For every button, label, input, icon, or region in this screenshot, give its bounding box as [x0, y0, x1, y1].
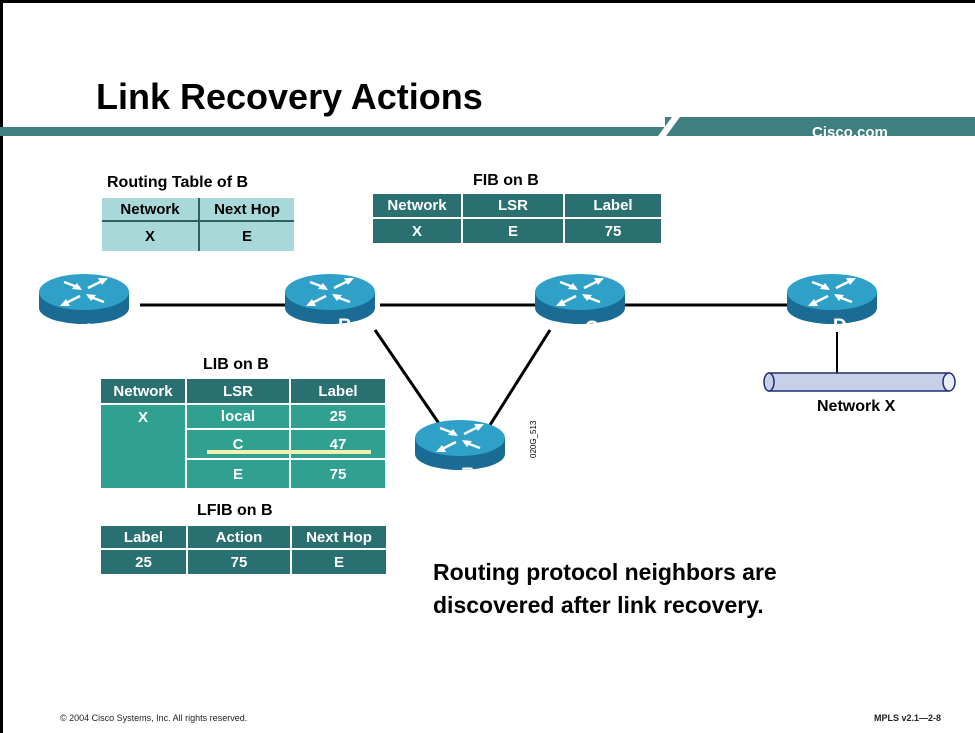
- lfib-cell: 25: [101, 549, 188, 574]
- link-c-e: [488, 329, 552, 426]
- lib-header-lsr: LSR: [186, 379, 291, 405]
- lfib-header-action: Action: [187, 526, 292, 550]
- routing-table-header-network: Network: [102, 198, 200, 222]
- router-b-icon: [283, 272, 377, 326]
- router-c-icon: [533, 272, 627, 326]
- slide-border-top: [0, 0, 975, 3]
- lib-row-label: 25: [290, 404, 385, 430]
- router-e-label: E: [461, 465, 474, 486]
- routing-table-cell: E: [241, 228, 252, 245]
- lib-row-label: 75: [329, 465, 347, 483]
- fib-title: FIB on B: [473, 172, 539, 189]
- message-line-2: discovered after link recovery.: [433, 592, 764, 618]
- fib-cell: E: [462, 218, 565, 243]
- lfib-title: LFIB on B: [197, 502, 273, 519]
- lib-network-cell: X: [101, 404, 187, 488]
- router-a-icon: [37, 272, 131, 326]
- slide-message: Routing protocol neighbors are discovere…: [433, 556, 777, 622]
- brand-label: Cisco.com: [812, 124, 888, 141]
- lib-row-lsr: local: [186, 404, 291, 430]
- lib-table: Network LSR Label X local 25 C 47 E 75: [101, 379, 385, 488]
- router-b-label: B: [338, 316, 352, 337]
- lib-title: LIB on B: [203, 356, 269, 373]
- routing-table-cell: X: [102, 221, 200, 251]
- fib-cell: X: [373, 218, 463, 243]
- router-d-icon: [785, 272, 879, 326]
- slide-border-left: [0, 0, 3, 733]
- routing-table-header-next-hop: Next Hop: [199, 198, 294, 222]
- lib-header-network: Network: [101, 379, 187, 405]
- fib-header-label: Label: [564, 194, 661, 219]
- lfib-table: Label Action Next Hop 25 75 E: [101, 526, 386, 574]
- fib-cell: 75: [604, 222, 622, 240]
- course-code: MPLS v2.1—2-8: [874, 713, 942, 723]
- fib-table: Network LSR Label X E 75: [373, 194, 661, 243]
- slide-title: Link Recovery Actions: [96, 76, 483, 117]
- fib-header-lsr: LSR: [462, 194, 565, 219]
- routing-table: Network Next Hop X E: [102, 198, 294, 251]
- lfib-cell: 75: [187, 549, 292, 574]
- lfib-header-label: Label: [101, 526, 188, 550]
- network-x-pipe: [763, 372, 956, 392]
- fib-header-network: Network: [373, 194, 463, 219]
- lfib-header-next-hop: Next Hop: [291, 526, 386, 550]
- lfib-cell: E: [333, 553, 344, 571]
- routing-table-title: Routing Table of B: [107, 174, 249, 191]
- lib-row-label-struck: 47: [290, 429, 385, 460]
- links: [140, 303, 838, 426]
- lib-row-lsr: E: [186, 459, 291, 488]
- title-banner-bar: [0, 127, 975, 136]
- router-a-label: A: [82, 321, 96, 342]
- lib-header-label: Label: [290, 379, 385, 405]
- cisco-banner-tab: [655, 117, 975, 136]
- figure-code: 020G_513: [529, 420, 538, 458]
- lib-strike-line: [207, 450, 371, 454]
- copyright: © 2004 Cisco Systems, Inc. All rights re…: [60, 713, 248, 723]
- router-c-label: C: [585, 318, 599, 339]
- message-line-1: Routing protocol neighbors are: [433, 559, 777, 585]
- network-x-label: Network X: [817, 398, 896, 415]
- lib-row-lsr-struck: C: [186, 429, 291, 460]
- router-e-icon: [413, 418, 507, 472]
- link-b-e: [373, 329, 442, 426]
- router-d-label: D: [833, 316, 847, 337]
